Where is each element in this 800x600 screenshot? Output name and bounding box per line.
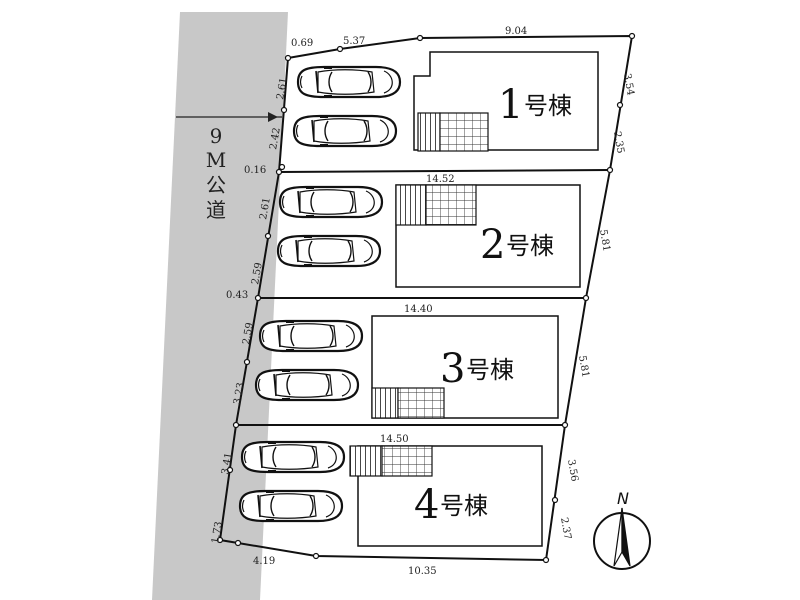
building-2-number: 2 (480, 222, 505, 268)
building-outlines (357, 51, 599, 547)
dim-left-4b: 1.73 (210, 521, 225, 545)
dim-left-4a: 3.41 (220, 452, 235, 476)
dim-gap-1: 0.16 (244, 165, 266, 176)
dim-left-1b: 2.42 (268, 127, 283, 151)
building-3-suffix: 号棟 (466, 356, 514, 384)
dim-right-3: 5.81 (576, 355, 591, 379)
dim-gap-2: 0.43 (226, 290, 248, 301)
dim-left-3b: 3.23 (232, 382, 247, 406)
dim-right-1a: 3.54 (621, 73, 636, 97)
dim-left-1a: 2.61 (275, 77, 290, 101)
parking-car-1b (292, 113, 398, 149)
building-1-number: 1 (498, 82, 523, 128)
road-char-2: M (206, 148, 226, 172)
dim-width-2: 14.52 (426, 174, 455, 185)
survey-points (216, 32, 636, 564)
dim-bottom-b: 10.35 (408, 566, 437, 577)
parking-car-3b (254, 367, 360, 403)
north-arrow-icon: N (593, 489, 651, 570)
building-2-suffix: 号棟 (506, 232, 554, 260)
road-char-4: 道 (206, 198, 226, 222)
dim-width-3: 14.40 (404, 304, 433, 315)
building-3-number: 3 (440, 346, 465, 392)
parking-car-4b (238, 488, 344, 524)
parking-car-3a (258, 318, 364, 354)
road-char-1: 9 (210, 124, 223, 148)
parking-car-4a (240, 439, 346, 475)
dim-left-3a: 2.59 (241, 322, 256, 346)
dim-right-4b: 2.37 (558, 517, 573, 541)
parking-car-2a (278, 184, 384, 220)
building-4-number: 4 (414, 482, 439, 528)
road-char-3: 公 (206, 173, 226, 197)
road-arrow-icon (268, 112, 278, 122)
dim-right-1b: 2.35 (611, 131, 626, 155)
parking-car-2b (276, 233, 382, 269)
dim-top-c: 9.04 (505, 26, 527, 37)
dim-bottom-a: 4.19 (253, 556, 275, 567)
dim-left-2a: 2.61 (258, 197, 273, 221)
dim-left-2b: 2.59 (250, 262, 265, 286)
building-1-suffix: 号棟 (524, 92, 572, 120)
dim-width-4: 14.50 (380, 434, 409, 445)
dim-top-a: 0.69 (291, 38, 313, 49)
terraces (349, 112, 489, 477)
parking-car-1a (296, 64, 402, 100)
building-4-suffix: 号棟 (440, 492, 488, 520)
dim-right-4a: 3.56 (565, 459, 580, 483)
dim-right-2: 5.81 (597, 229, 612, 253)
north-label: N (617, 489, 629, 508)
dim-top-b: 5.37 (343, 36, 365, 47)
